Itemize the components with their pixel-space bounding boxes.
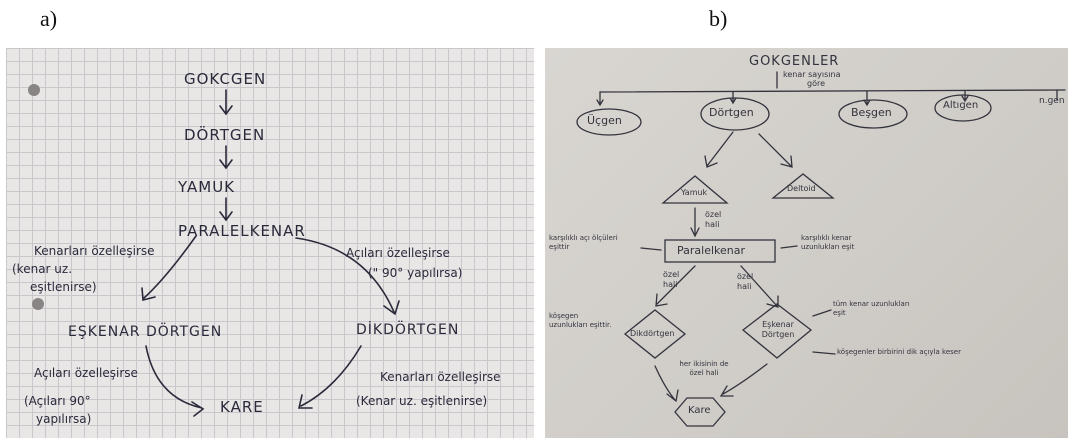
note-ozel-1b: hali — [705, 220, 720, 229]
triangle-yamuk — [661, 175, 729, 204]
hexagon-kare — [674, 397, 726, 427]
arrow-to-eskenar — [740, 265, 779, 308]
node-gokgenler: GOKGENLER — [749, 54, 840, 69]
note-tum-kenar: tüm kenar uzunlukları eşit — [833, 300, 910, 317]
note-arrow — [812, 351, 836, 355]
node-eskenar-dortgen: EŞKENAR DÖRTGEN — [68, 324, 223, 340]
curved-arrow — [297, 345, 362, 409]
note-ozel-3b: hali — [737, 282, 752, 291]
arrow-to-kare — [719, 363, 768, 397]
down-arrow — [219, 197, 233, 222]
note-right-top-1: Açıları özelleşirse — [346, 246, 450, 260]
down-arrow — [219, 89, 233, 116]
node-besgen: Beşgen — [851, 106, 892, 119]
arrow-to-kare — [654, 365, 679, 403]
node-altigen: Altıgen — [943, 100, 979, 111]
node-yamuk: YAMUK — [178, 178, 236, 196]
node-yamuk: Yamuk — [681, 188, 708, 197]
curved-arrow — [141, 235, 197, 302]
node-dikdortgen: DİKDÖRTGEN — [356, 322, 460, 338]
triangle-deltoid — [771, 173, 835, 199]
node-deltoid: Deltoid — [787, 184, 816, 193]
note-kosegen-dik: köşegenler birbirini dik açıyla keser — [837, 348, 961, 356]
note-kosegen-uzunluk: köşegen uzunlukları eşittir. — [549, 312, 612, 329]
node-paralelkenar: PARALELKENAR — [178, 222, 306, 240]
curved-arrow — [145, 345, 205, 417]
arrows-overlay-a — [141, 89, 400, 417]
note-karsilikli-aci: karşılıklı açı ölçüleri eşittir — [549, 234, 618, 251]
node-kare: Kare — [688, 405, 711, 416]
down-arrow — [690, 207, 700, 238]
diamond-dikdortgen — [623, 309, 687, 359]
ellipse-altigen — [934, 94, 992, 122]
node-eskenar-dortgen: Eşkenar Dörtgen — [761, 320, 795, 339]
down-arrow — [863, 90, 871, 107]
note-right-bot-2: (Kenar uz. eşitlenirse) — [356, 394, 488, 408]
note-left-top-1: Kenarları özelleşirse — [34, 244, 155, 258]
note-ozel-2b: hali — [663, 280, 678, 289]
node-dortgen: Dörtgen — [709, 106, 754, 119]
note-right-bot-1: Kenarları özelleşirse — [380, 370, 501, 384]
note-left-bot-1: Açıları özelleşirse — [34, 366, 138, 380]
note-ozel-1a: özel — [705, 210, 722, 219]
down-arrow — [596, 91, 604, 107]
node-ucgen: Üçgen — [587, 114, 622, 127]
shapes-overlay-b — [576, 71, 1066, 427]
note-right-top-2: (" 90° yapılırsa) — [368, 266, 463, 280]
node-ngen: n.gen — [1039, 96, 1065, 106]
note-ozel-3a: özel — [737, 272, 754, 281]
arrow-to-dikdortgen — [655, 265, 696, 307]
binder-hole — [32, 298, 44, 310]
note-karsilikli-kenar: karşılıklı kenar uzunlukları eşit — [801, 234, 855, 251]
note-left-top-2: (kenar uz. — [12, 262, 73, 276]
node-kare: KARE — [220, 398, 264, 416]
notebook-photo-a: GOKCGEN DÖRTGEN YAMUK PARALELKENAR Kenar… — [6, 48, 534, 438]
ellipse-dortgen — [700, 97, 770, 131]
note-arrow — [640, 247, 662, 251]
note-left-bot-2: (Açıları 90° — [24, 394, 91, 408]
arrow-to-yamuk — [704, 131, 734, 168]
paper-photo-b: GOKGENLER kenar sayısına göre Üçgen Dört… — [545, 48, 1068, 438]
note-arrow — [812, 309, 832, 317]
note-gore: göre — [807, 79, 826, 88]
binder-hole — [28, 84, 40, 96]
note-left-top-3: eşitlenirse) — [30, 280, 97, 294]
ellipse-besgen — [838, 99, 908, 129]
panel-label-b: b) — [709, 6, 728, 31]
note-ozel-2a: özel — [663, 270, 680, 279]
note-kenar-sayisina: kenar sayısına — [783, 70, 841, 79]
curved-arrow — [295, 237, 400, 316]
node-gokcgen: GOKCGEN — [184, 70, 267, 88]
node-paralelkenar: Paralelkenar — [677, 244, 746, 257]
diamond-eskenar — [741, 303, 813, 359]
down-arrow — [219, 145, 233, 170]
down-arrow — [729, 91, 737, 105]
note-her-ikisinin: her ikisinin de özel hali — [679, 360, 729, 377]
ellipse-ucgen — [576, 108, 642, 136]
arrow-to-deltoid — [758, 133, 793, 168]
panel-label-a: a) — [40, 6, 58, 31]
node-dikdortgen: Dikdörtgen — [630, 329, 675, 338]
node-dortgen: DÖRTGEN — [184, 126, 266, 144]
note-arrow — [780, 245, 798, 249]
box-paralelkenar — [664, 239, 776, 263]
note-left-bot-3: yapılırsa) — [36, 412, 92, 426]
